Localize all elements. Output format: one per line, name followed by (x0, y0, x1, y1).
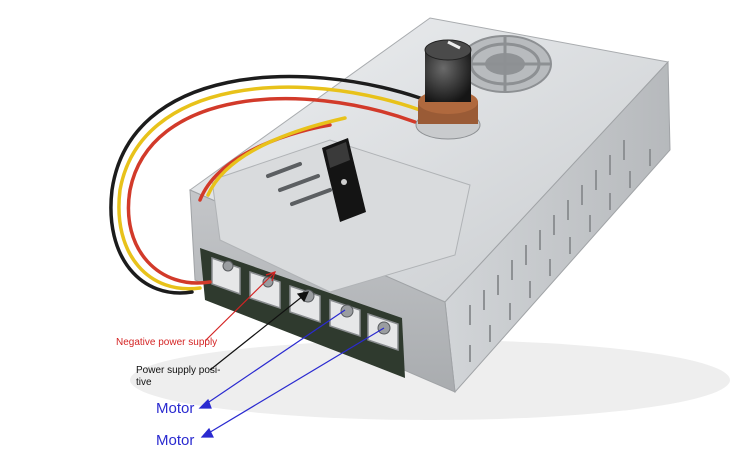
callout-arrows (198, 271, 385, 438)
fan-grille (458, 35, 552, 93)
top-slots (266, 162, 332, 206)
positive-arrow (209, 291, 309, 371)
motor-label-2: Motor (156, 432, 195, 449)
motor-arrowhead-2 (200, 427, 214, 438)
side-vents (469, 140, 651, 362)
negative-supply-label: Negative power supply (116, 337, 218, 348)
motor-arrow-1 (199, 309, 346, 409)
rocker-switch (322, 138, 366, 222)
motor-arrowhead-1 (198, 398, 212, 409)
wire-harness (109, 74, 422, 295)
potentiometer-knob (415, 39, 481, 140)
motor-arrow-2 (201, 327, 385, 438)
positive-supply-label: Power supply posi-tive (136, 365, 221, 388)
negative-arrow (205, 271, 276, 341)
positive-arrowhead (296, 291, 310, 303)
motor-label-1: Motor (156, 400, 195, 417)
negative-arrowhead (265, 271, 276, 282)
